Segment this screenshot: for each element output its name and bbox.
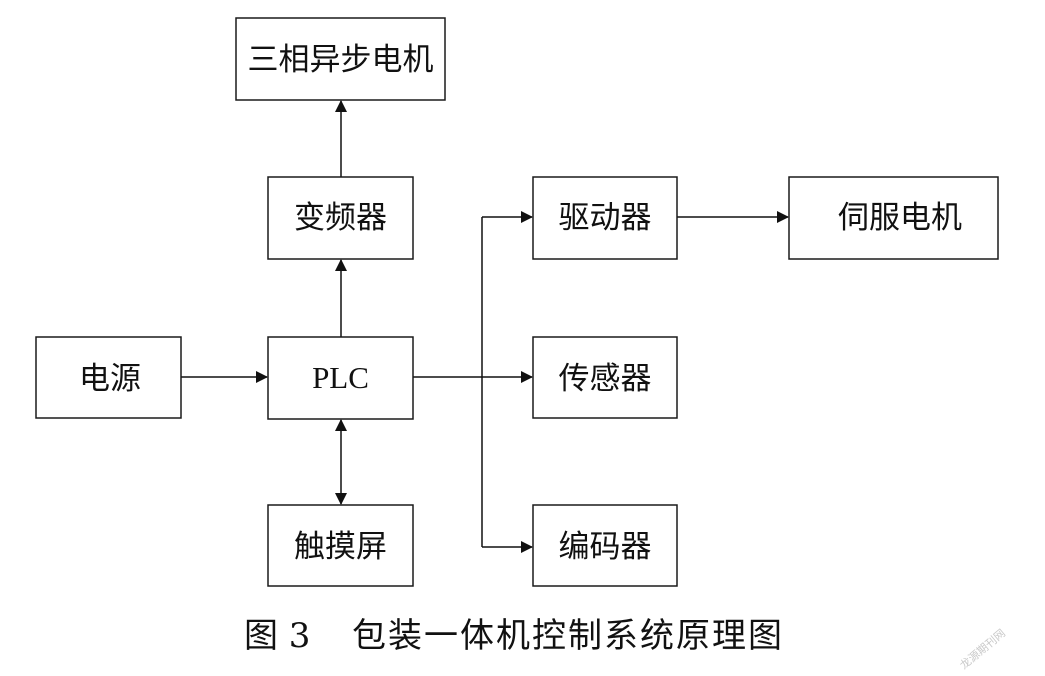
node-inverter: 变频器: [267, 176, 414, 260]
node-plc: PLC: [267, 336, 414, 420]
node-inverter-label: 变频器: [294, 200, 387, 236]
node-sensor: 传感器: [532, 336, 678, 419]
node-three-phase-motor: 三相异步电机: [235, 17, 446, 101]
node-servo-motor: 伺服电机: [788, 176, 999, 260]
node-three-phase-motor-label: 三相异步电机: [248, 42, 434, 78]
node-driver-label: 驱动器: [559, 200, 652, 236]
node-power: 电源: [35, 336, 182, 419]
node-servo-motor-label: 伺服电机: [838, 200, 962, 236]
node-sensor-label: 传感器: [559, 361, 652, 397]
node-touchscreen-label: 触摸屏: [294, 529, 387, 565]
node-driver: 驱动器: [532, 176, 678, 260]
node-touchscreen: 触摸屏: [267, 504, 414, 587]
figure-number: 图 3: [244, 616, 310, 656]
node-encoder: 编码器: [532, 504, 678, 587]
node-plc-label: PLC: [312, 360, 369, 395]
figure-caption: 包装一体机控制系统原理图: [352, 616, 784, 656]
node-encoder-label: 编码器: [559, 529, 652, 565]
node-power-label: 电源: [79, 361, 141, 397]
watermark: 龙源期刊网: [957, 626, 1008, 672]
